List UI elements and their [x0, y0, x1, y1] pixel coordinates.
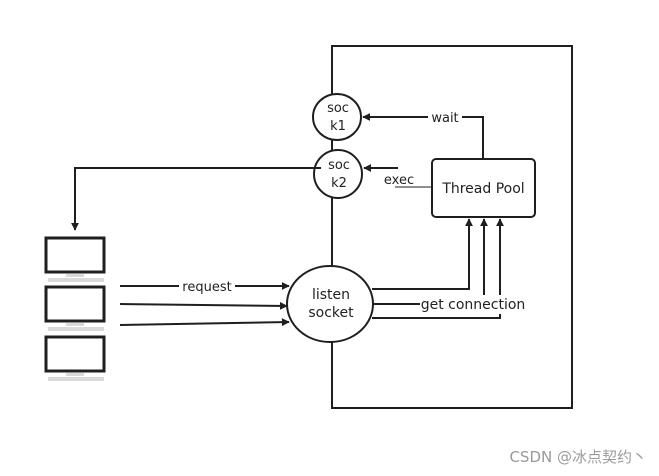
get-connection-label-bg	[420, 295, 526, 314]
get-connection-edge-3	[372, 218, 504, 319]
response-edge	[71, 167, 321, 231]
request-edge-3	[119, 318, 290, 327]
server-box	[331, 45, 573, 409]
get-connection-label: get connection	[421, 297, 526, 313]
request-label: request	[182, 280, 231, 295]
thread-pool-node: Thread Pool	[431, 158, 536, 218]
client-computer-3-icon	[44, 335, 106, 381]
thread-pool-label: Thread Pool	[441, 181, 524, 197]
client-computers	[44, 236, 106, 381]
wait-label-bg	[428, 108, 462, 126]
get-connection-edge-1	[372, 218, 473, 290]
wait-label: wait	[431, 111, 458, 126]
wait-edge	[362, 113, 484, 159]
exec-label: exec	[384, 173, 414, 188]
request-label-bg	[179, 278, 235, 295]
request-edge-2	[119, 301, 288, 310]
watermark: CSDN @冰点契约丶	[509, 448, 647, 466]
client-computer-1-icon	[44, 236, 106, 282]
client-computer-2-icon	[44, 285, 106, 331]
